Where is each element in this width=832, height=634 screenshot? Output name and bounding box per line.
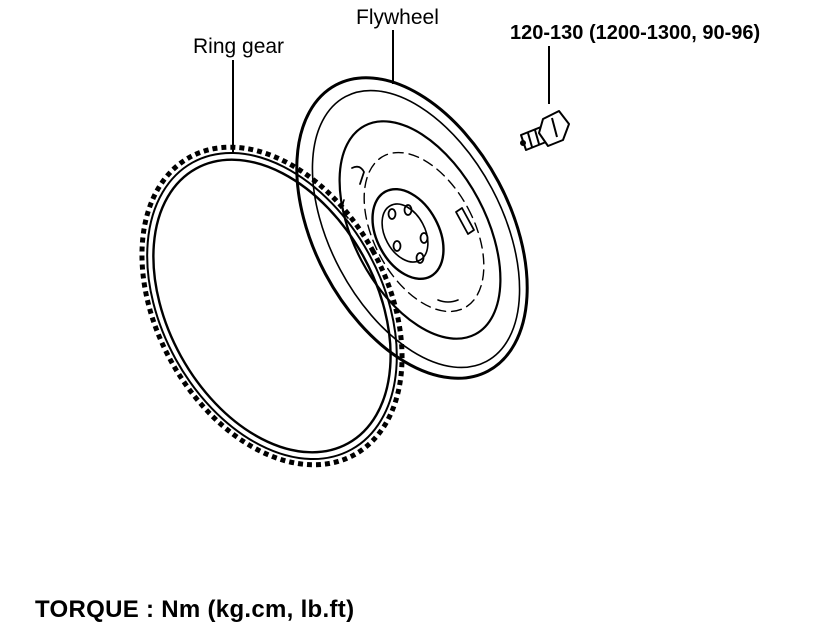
leader-lines bbox=[232, 30, 550, 152]
torque-units-caption: TORQUE : Nm (kg.cm, lb.ft) bbox=[35, 596, 355, 623]
flywheel bbox=[295, 76, 529, 380]
flywheel-bolt bbox=[520, 110, 570, 151]
bolt-torque-label: 120-130 (1200-1300, 90-96) bbox=[510, 22, 761, 44]
ring-gear-label: Ring gear bbox=[193, 35, 285, 58]
ring-gear bbox=[139, 144, 405, 468]
flywheel-label: Flywheel bbox=[356, 6, 439, 29]
